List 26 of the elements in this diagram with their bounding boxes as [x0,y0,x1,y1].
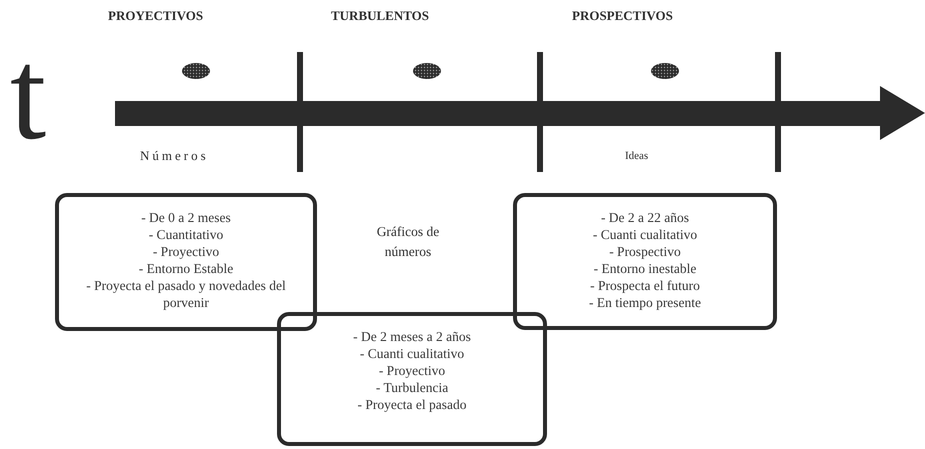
caption: Gráficos de números [376,223,440,261]
list-item: - Prospectivo [609,243,681,260]
axis-letter: t [10,22,46,169]
period-heading: PROSPECTIVOS [572,8,673,24]
list-item: - Proyecta el pasado y novedades del porvenir [85,277,287,311]
list-item: - Proyectivo [152,243,220,260]
list-item: - Cuanti cualitativo [592,226,698,243]
list-item: - Cuanti cualitativo [360,345,464,362]
list-item: - Cuantitativo [148,226,224,243]
list-item: - Entorno Estable [138,260,234,277]
text-box [55,193,317,331]
caption: Números [140,148,209,164]
text-box [277,312,547,446]
list-item: - Proyecta el pasado [357,396,467,413]
list-item: - Turbulencia [376,379,448,396]
list-item: - Prospecta el futuro [590,277,700,294]
period-heading: PROYECTIVOS [108,8,204,24]
list-item: - Proyectivo [378,362,446,379]
caption: Ideas [625,150,648,162]
period-heading: TURBULENTOS [331,8,430,24]
list-item: - De 0 a 2 meses [141,209,231,226]
text-box [513,193,777,330]
list-item: - Entorno inestable [594,260,696,277]
list-item: - De 2 meses a 2 años [353,328,471,345]
list-item: - En tiempo presente [588,294,702,311]
list-item: - De 2 a 22 años [600,209,690,226]
